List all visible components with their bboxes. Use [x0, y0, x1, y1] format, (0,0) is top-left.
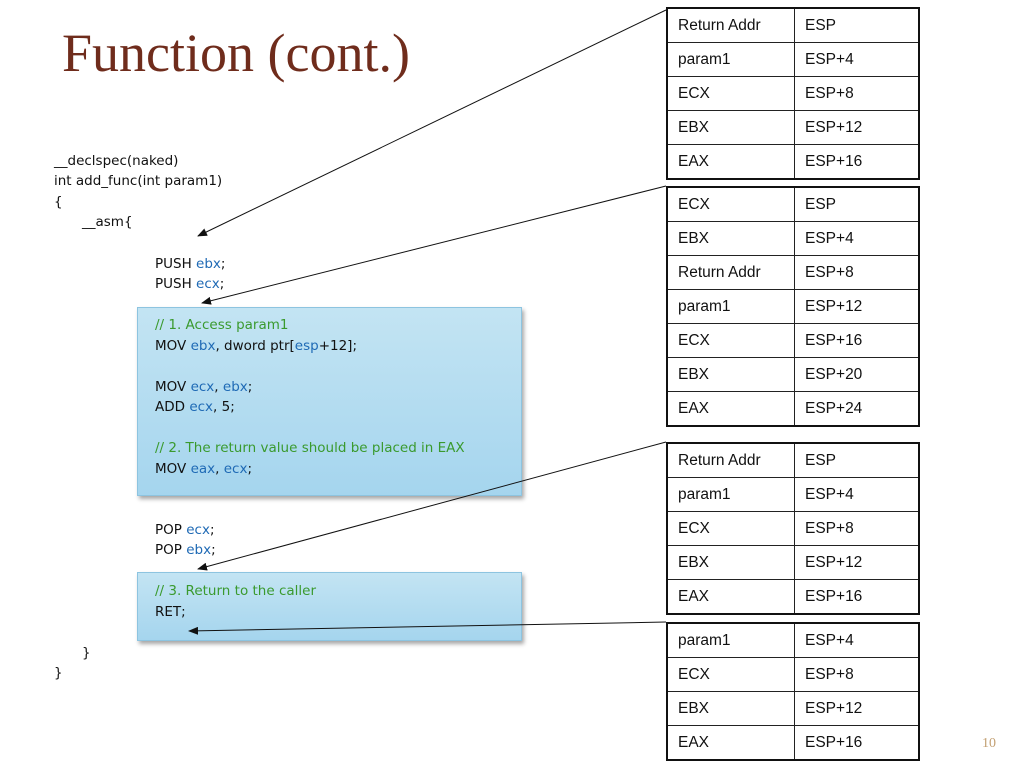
stack-slot-offset: ESP+12 — [794, 110, 920, 145]
code-signature: int add_func(int param1) — [54, 173, 223, 189]
arrow-stack4-to-ret — [188, 621, 667, 635]
stack-slot-value: EBX — [666, 357, 795, 392]
stack-slot-offset: ESP+8 — [794, 657, 920, 692]
stack-slot-value: ECX — [666, 511, 795, 546]
stack-slot-offset: ESP — [794, 442, 920, 478]
code-block-access-param — [137, 307, 522, 496]
code-block-return — [137, 572, 522, 641]
comment-return-caller: // 3. Return to the caller — [155, 583, 316, 599]
stack-slot-value: EBX — [666, 110, 795, 145]
stack-slot-value: Return Addr — [666, 7, 795, 43]
code-mov-ecx: MOV ecx, ebx; — [155, 379, 253, 395]
stack-slot-offset: ESP+8 — [794, 255, 920, 290]
code-asm-close: } — [82, 645, 91, 661]
stack-slot-offset: ESP — [794, 7, 920, 43]
arrow-stack2-to-push — [201, 185, 667, 305]
stack-slot-value: param1 — [666, 622, 795, 658]
stack-slot-value: EAX — [666, 579, 795, 615]
stack-slot-offset: ESP+12 — [794, 545, 920, 580]
stack-slot-value: Return Addr — [666, 442, 795, 478]
stack-slot-offset: ESP+24 — [794, 391, 920, 427]
code-declspec: __declspec(naked) — [54, 153, 179, 169]
stack-slot-value: ECX — [666, 186, 795, 222]
stack-slot-offset: ESP+4 — [794, 622, 920, 658]
code-mov-eax: MOV eax, ecx; — [155, 461, 253, 477]
stack-slot-value: EAX — [666, 725, 795, 761]
stack-slot-value: EBX — [666, 545, 795, 580]
stack-slot-value: EAX — [666, 391, 795, 427]
stack-slot-offset: ESP+16 — [794, 144, 920, 180]
stack-slot-value: param1 — [666, 289, 795, 324]
stack-slot-offset: ESP+4 — [794, 42, 920, 77]
arrow-stack1-to-asm — [197, 9, 667, 237]
stack-slot-offset: ESP+16 — [794, 725, 920, 761]
stack-slot-offset: ESP+12 — [794, 691, 920, 726]
stack-slot-value: param1 — [666, 477, 795, 512]
stack-slot-offset: ESP+12 — [794, 289, 920, 324]
stack-slot-value: Return Addr — [666, 255, 795, 290]
code-pop-ebx: POP ebx; — [155, 542, 216, 558]
code-close-brace: } — [54, 665, 63, 681]
page-number: 10 — [982, 736, 996, 751]
stack-slot-value: EAX — [666, 144, 795, 180]
code-push-ecx: PUSH ecx; — [155, 276, 225, 292]
stack-slot-offset: ESP+16 — [794, 323, 920, 358]
code-pop-ecx: POP ecx; — [155, 522, 215, 538]
comment-access-param: // 1. Access param1 — [155, 317, 289, 333]
code-add-ecx: ADD ecx, 5; — [155, 399, 235, 415]
code-ret: RET; — [155, 604, 186, 620]
code-mov-ebx: MOV ebx, dword ptr[esp+12]; — [155, 338, 357, 354]
slide-title: Function (cont.) — [62, 23, 410, 83]
stack-slot-offset: ESP+20 — [794, 357, 920, 392]
code-open-brace: { — [54, 194, 63, 210]
comment-return-value: // 2. The return value should be placed … — [155, 440, 465, 456]
code-asm-open: __asm{ — [82, 214, 133, 230]
stack-slot-value: EBX — [666, 691, 795, 726]
code-push-ebx: PUSH ebx; — [155, 256, 226, 272]
stack-slot-value: param1 — [666, 42, 795, 77]
stack-slot-offset: ESP+16 — [794, 579, 920, 615]
stack-slot-offset: ESP+8 — [794, 76, 920, 111]
arrow-stack3-to-pop — [197, 441, 667, 571]
stack-slot-value: ECX — [666, 76, 795, 111]
